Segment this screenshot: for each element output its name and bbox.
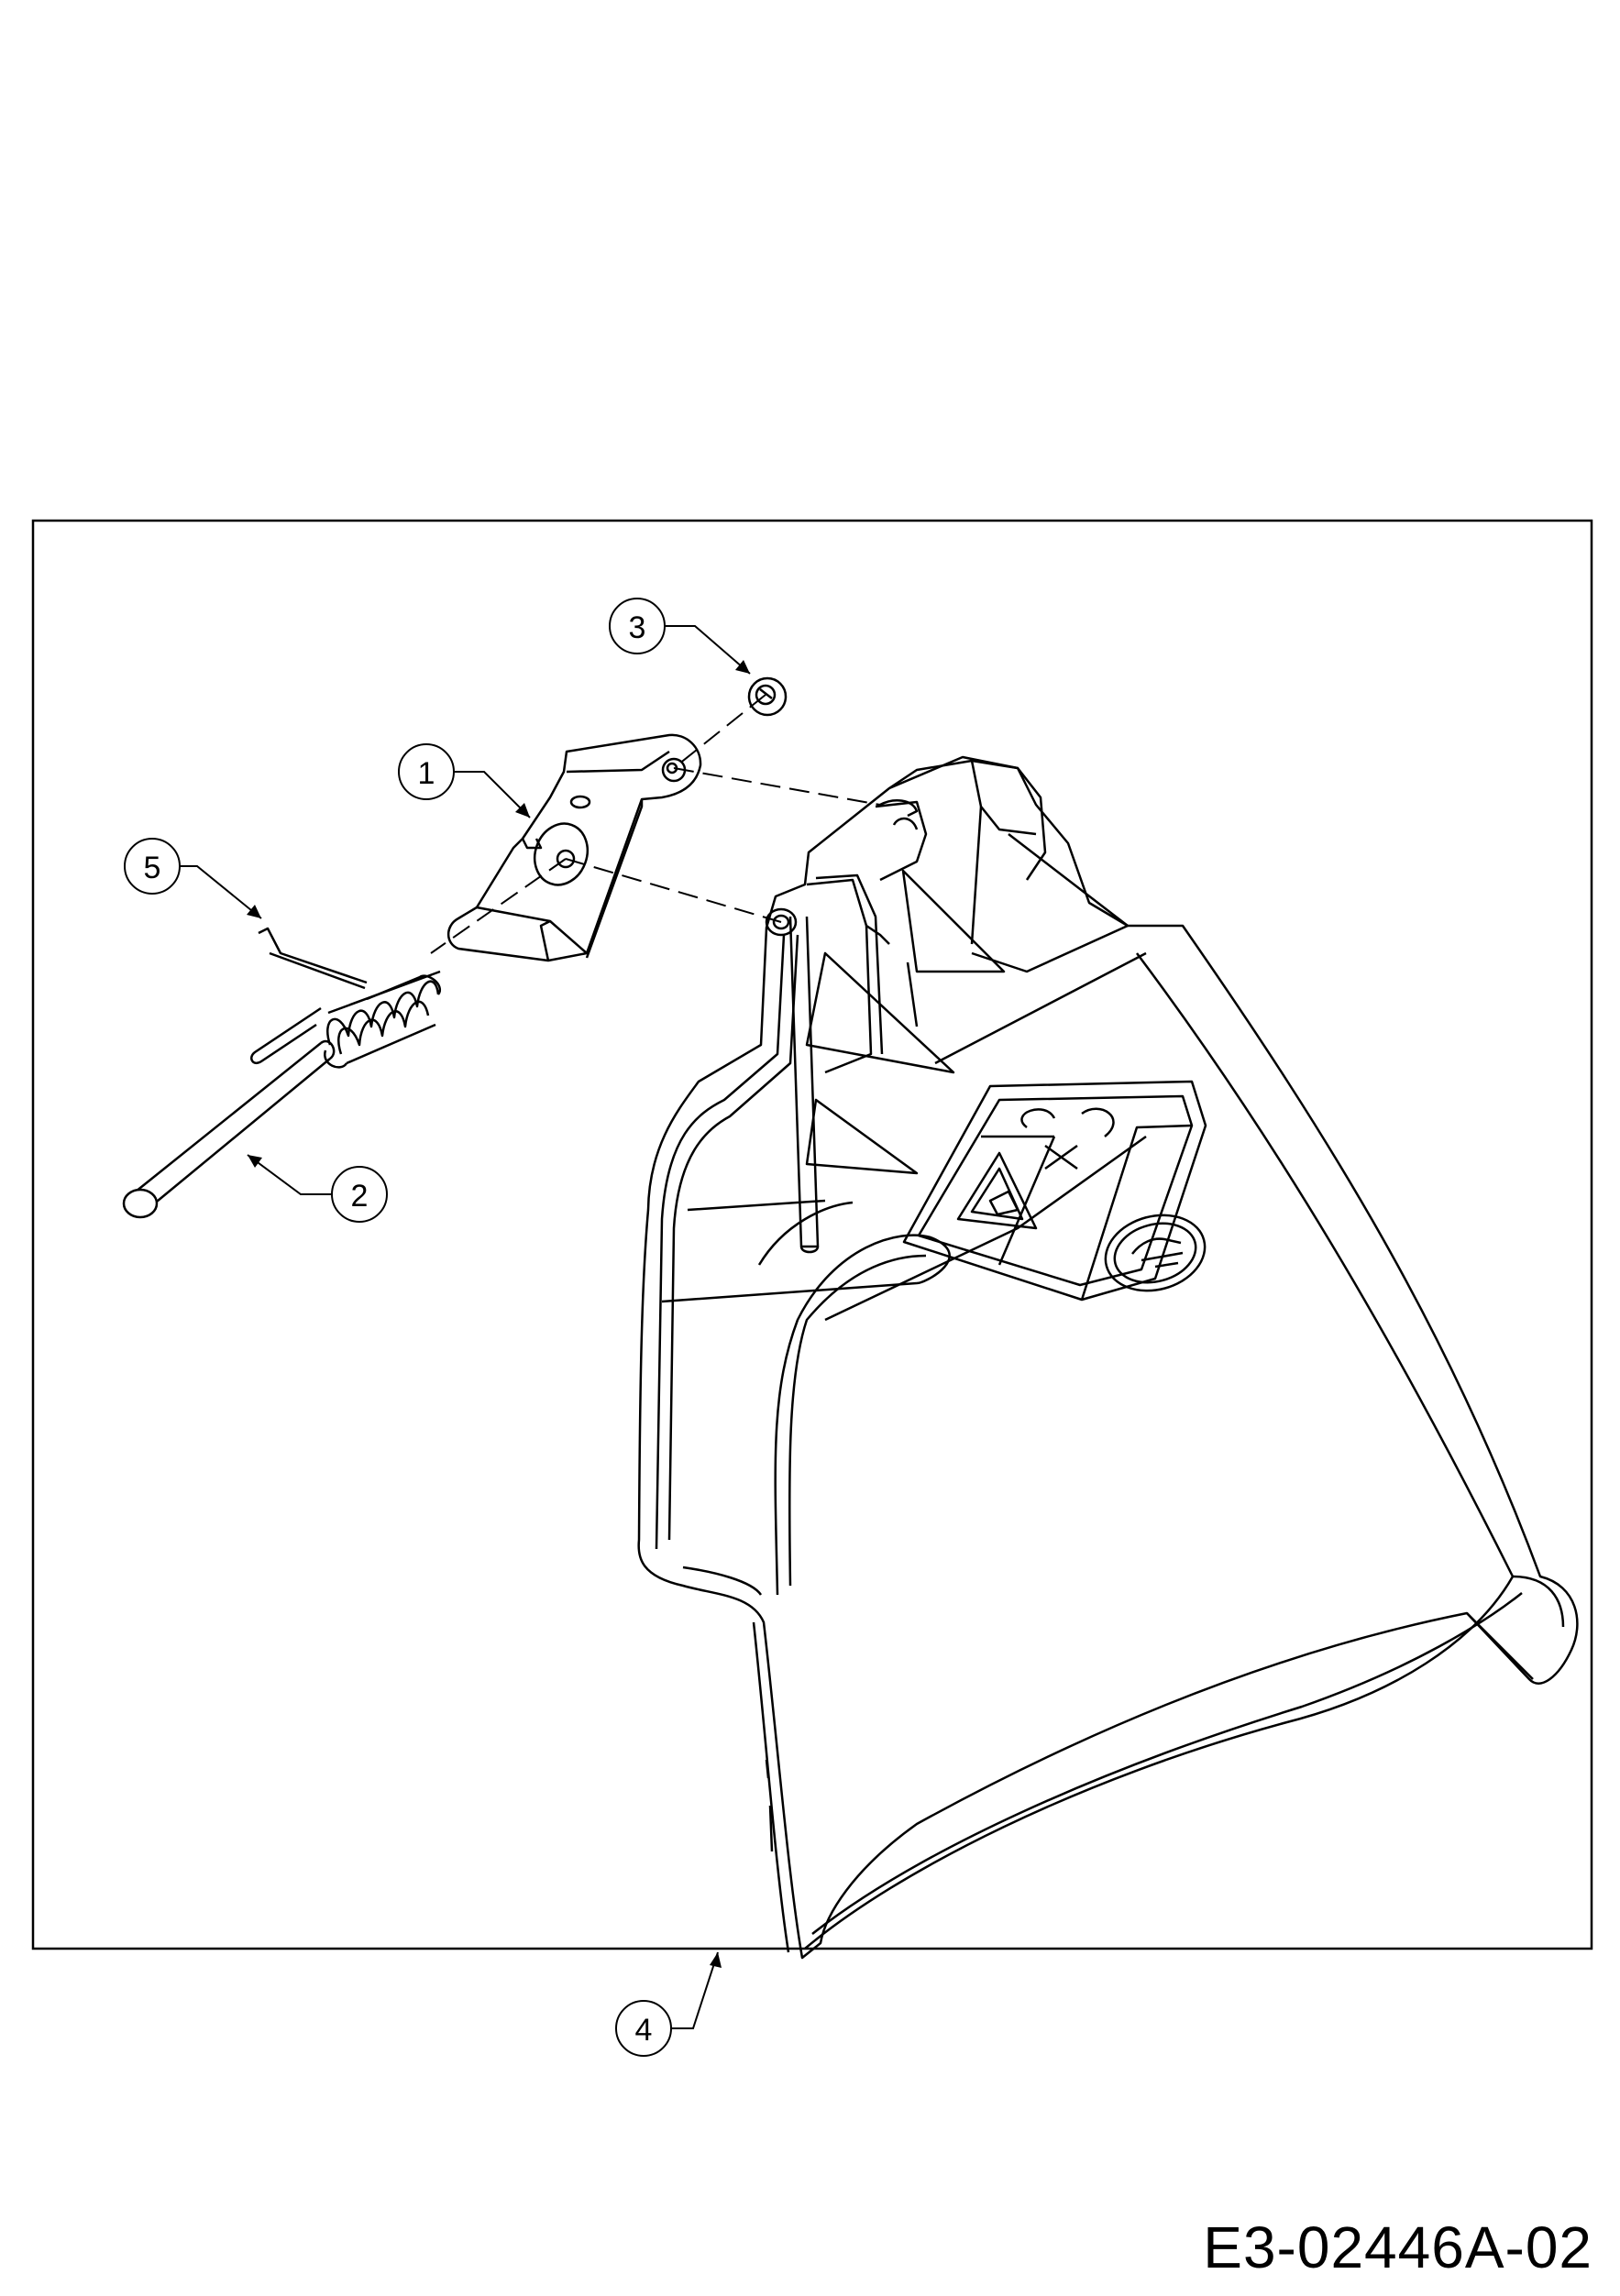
callout-3: 3 — [609, 598, 751, 675]
diagram-frame — [31, 519, 1593, 1950]
spring-coils — [324, 970, 442, 1069]
callout-5-number: 5 — [144, 851, 161, 885]
callout-1: 1 — [398, 743, 531, 818]
warning-label-panel — [902, 1080, 1207, 1302]
callout-2-number: 2 — [351, 1179, 369, 1214]
assembly-center-lines — [430, 694, 881, 954]
part-1-latch-bracket — [446, 733, 702, 962]
gear-x-icon — [1020, 1107, 1115, 1170]
callout-4: 4 — [615, 1951, 722, 2057]
document-code: E3-02446A-02 — [1203, 2214, 1592, 2280]
part-3-washer — [747, 676, 788, 717]
callout-2: 2 — [247, 1154, 388, 1223]
callout-1-number: 1 — [418, 756, 435, 791]
part-5-torsion-spring — [250, 927, 442, 1069]
callout-5: 5 — [124, 838, 262, 919]
hand-warning-icon — [1104, 1214, 1207, 1292]
callout-4-number: 4 — [635, 2013, 653, 2048]
part-4-deflector — [637, 755, 1579, 1960]
part-2-pin — [122, 1039, 336, 1219]
warning-triangle-icon — [956, 1151, 1038, 1230]
callout-3-number: 3 — [629, 610, 646, 645]
